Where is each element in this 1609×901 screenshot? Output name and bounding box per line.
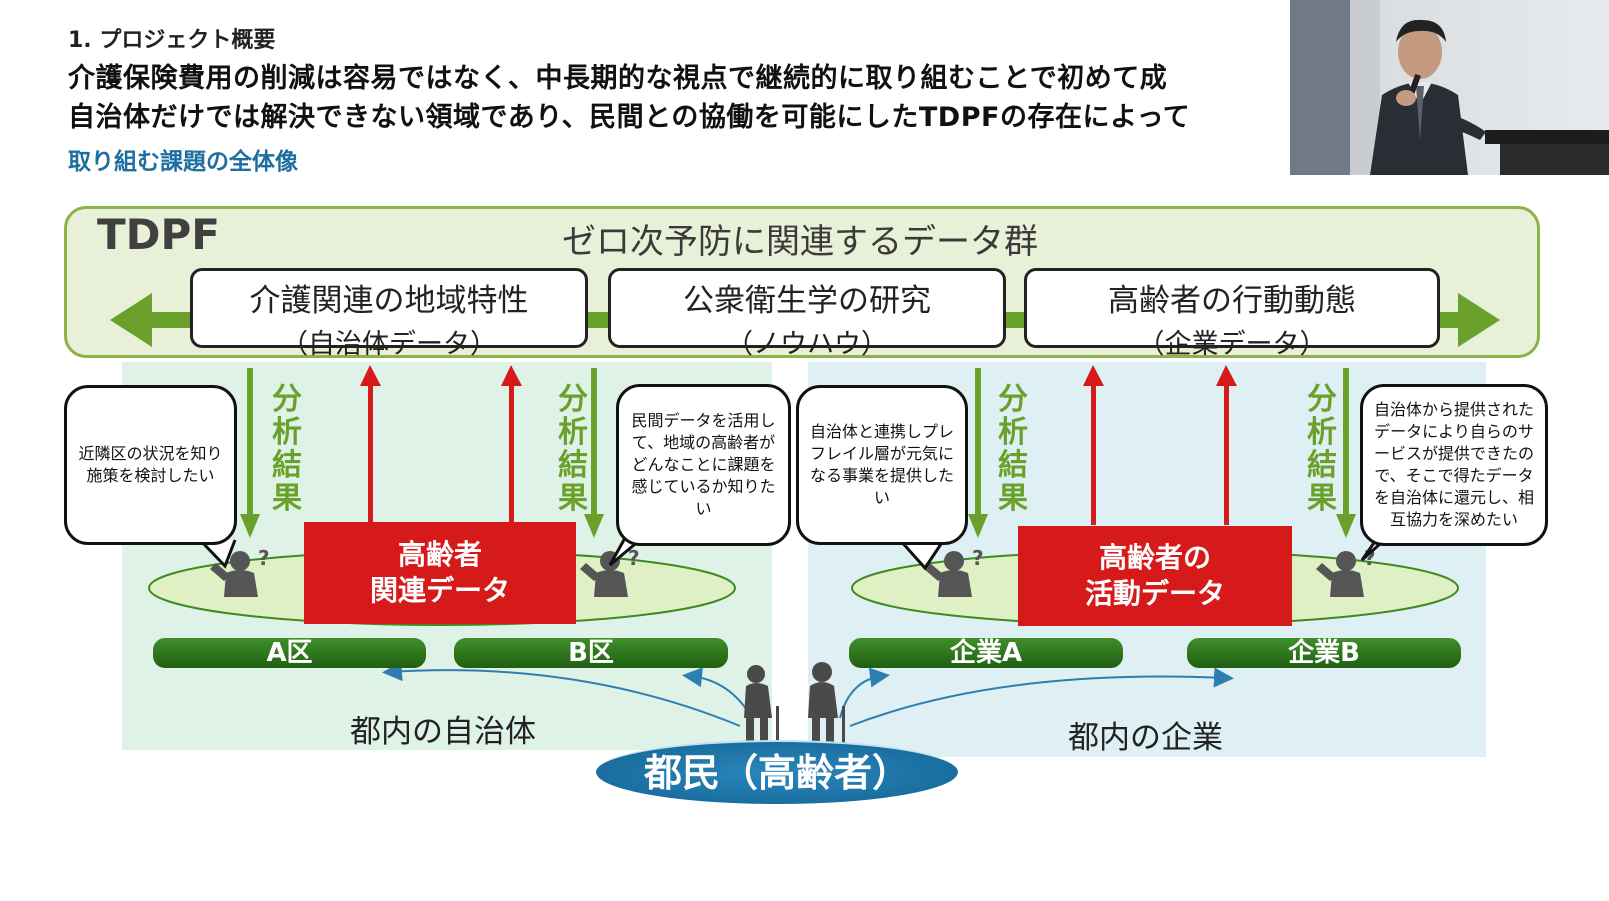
elderly-activity-data-box: 高齢者の 活動データ [1018,526,1292,626]
bar-a-ward: A区 [153,638,426,668]
speech-bubble-b-ward: 民間データを活用して、地域の高齢者がどんなことに課題を感じているか知りたい [616,384,791,546]
data-box-subtitle: （企業データ） [1137,329,1327,360]
speaker-video [1290,0,1609,175]
svg-text:?: ? [258,546,270,570]
elderly-related-data-box: 高齢者 関連データ [304,522,576,624]
caption-municipalities: 都内の自治体 [350,714,536,750]
elderly-figures [744,662,845,746]
bar-b-ward: B区 [454,638,728,668]
citizens-elderly-label: 都民（高齢者） [596,740,958,804]
analysis-label-1: 分析結果 [272,382,302,516]
svg-text:?: ? [628,546,640,570]
analysis-label-3: 分析結果 [998,382,1028,516]
red-box-line-2: 関連データ [369,574,510,607]
analysis-down-arrows [240,368,1356,538]
caption-companies: 都内の企業 [1068,720,1223,756]
data-box-title: 公衆衛生学の研究 [683,283,931,319]
data-box-regional-care: 介護関連の地域特性 （自治体データ） [190,268,588,360]
data-box-public-health: 公衆衛生学の研究 （ノウハウ） [608,268,1006,360]
data-box-elderly-behavior: 高齢者の行動動態 （企業データ） [1024,268,1440,360]
svg-text:?: ? [1364,546,1376,570]
tdpf-title: ゼロ次予防に関連するデータ群 [562,222,1038,262]
slide-subtitle: 取り組む課題の全体像 [68,149,298,175]
headline-line-2: 自治体だけでは解決できない領域であり、民間との協働を可能にしたTDPFの存在によ… [68,102,1191,133]
data-box-subtitle: （ノウハウ） [726,329,888,360]
red-box-line-2: 活動データ [1084,577,1225,610]
red-box-line-1: 高齢者 [397,538,482,571]
tdpf-label: TDPF [97,210,220,259]
data-box-subtitle: （自治体データ） [281,329,497,360]
analysis-label-4: 分析結果 [1307,382,1337,516]
data-up-arrows [360,365,1237,525]
bar-company-b: 企業B [1187,638,1461,668]
headline-line-1: 介護保険費用の削減は容易ではなく、中長期的な視点で継続的に取り組むことで初めて成 [68,63,1168,94]
data-box-title: 介護関連の地域特性 [249,283,529,319]
speaker-figure [1350,0,1609,175]
speech-bubble-company-a: 自治体と連携しプレフレイル層が元気になる事業を提供したい [796,385,968,545]
analysis-label-2: 分析結果 [558,382,588,516]
speech-bubble-a-ward: 近隣区の状況を知り施策を検討したい [64,385,237,545]
speech-bubble-company-b: 自治体から提供されたデータにより自らのサービスが提供できたので、そこで得たデータ… [1360,384,1548,546]
bar-company-a: 企業A [849,638,1123,668]
svg-text:?: ? [972,546,984,570]
person-question-icons: ? ? ? ? [210,546,1376,597]
data-box-title: 高齢者の行動動態 [1108,283,1356,319]
red-box-line-1: 高齢者の [1098,541,1211,574]
section-label: 1. プロジェクト概要 [68,28,276,53]
